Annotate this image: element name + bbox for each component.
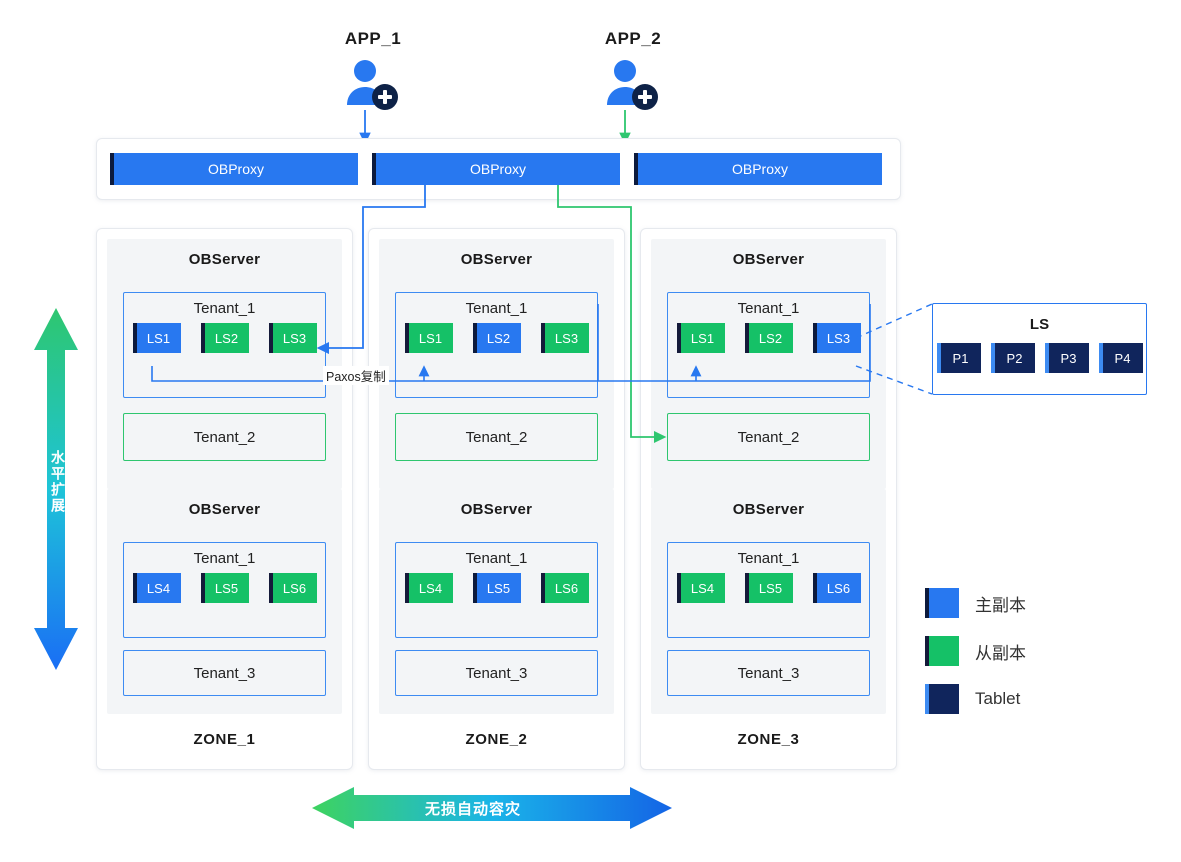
ls-box-ls2[interactable]: LS2 <box>200 323 249 353</box>
partition-p1[interactable]: P1 <box>936 343 981 373</box>
server-title: OBServer <box>188 251 261 268</box>
ls-box-ls5[interactable]: LS5 <box>200 573 249 603</box>
zone-title-1: ZONE_1 <box>193 731 256 748</box>
tenant-title: Tenant_1 <box>737 300 800 317</box>
ls-box-ls1[interactable]: LS1 <box>132 323 181 353</box>
zone-2-server-2-tenant-1: Tenant_1 LS4 LS5 LS6 <box>395 542 598 638</box>
obproxy-2[interactable]: OBProxy <box>372 153 620 185</box>
disaster-recovery-arrow <box>312 787 672 834</box>
app-label-1: APP_1 <box>344 29 402 48</box>
app2-to-proxy-arrow <box>619 110 631 145</box>
ls-row: LS4 LS5 LS6 <box>404 573 589 603</box>
ls-box-ls3[interactable]: LS3 <box>812 323 861 353</box>
zone-title-2: ZONE_2 <box>465 731 528 748</box>
app-user-plus-icon-1 <box>345 59 399 116</box>
server-title: OBServer <box>732 251 805 268</box>
ls-box-ls3[interactable]: LS3 <box>540 323 589 353</box>
partition-p3[interactable]: P3 <box>1044 343 1089 373</box>
server-title: OBServer <box>460 501 533 518</box>
ls-box-ls1[interactable]: LS1 <box>676 323 725 353</box>
ls-row: LS4 LS5 LS6 <box>132 573 317 603</box>
app-label-2: APP_2 <box>604 29 662 48</box>
obproxy-1[interactable]: OBProxy <box>110 153 358 185</box>
ls-box-ls5[interactable]: LS5 <box>744 573 793 603</box>
ls-box-ls6[interactable]: LS6 <box>268 573 317 603</box>
zone-2-server-1-tenant-2: Tenant_2 <box>395 413 598 461</box>
tenant-title: Tenant_1 <box>737 550 800 567</box>
ls-box-ls4[interactable]: LS4 <box>404 573 453 603</box>
ls-detail-panel: LS P1 P2 P3 P4 <box>932 303 1147 395</box>
ls-box-ls2[interactable]: LS2 <box>744 323 793 353</box>
horizontal-scaling-label: 水平扩展 <box>50 450 66 514</box>
zone-1-server-2-tenant-3: Tenant_3 <box>123 650 326 696</box>
tenant-title: Tenant_1 <box>465 300 528 317</box>
ls-box-ls4[interactable]: LS4 <box>132 573 181 603</box>
zone-3-server-2-tenant-3: Tenant_3 <box>667 650 870 696</box>
disaster-recovery-label: 无损自动容灾 <box>425 801 522 818</box>
ls-row: LS4 LS5 LS6 <box>676 573 861 603</box>
tenant-title: Tenant_1 <box>193 550 256 567</box>
server-title: OBServer <box>460 251 533 268</box>
zone-1-server-2-tenant-1: Tenant_1 LS4 LS5 LS6 <box>123 542 326 638</box>
legend-swatch-follower <box>925 636 959 666</box>
obproxy-3[interactable]: OBProxy <box>634 153 882 185</box>
ls-box-ls6[interactable]: LS6 <box>812 573 861 603</box>
ls-box-ls3[interactable]: LS3 <box>268 323 317 353</box>
ls-row: LS1 LS2 LS3 <box>676 323 861 353</box>
server-title: OBServer <box>188 501 261 518</box>
zone-3-server-1-tenant-2: Tenant_2 <box>667 413 870 461</box>
legend-item-tablet: Tablet <box>925 684 1020 714</box>
partition-row: P1 P2 P3 P4 <box>933 343 1146 373</box>
legend-item-follower: 从副本 <box>925 636 1026 666</box>
app-user-plus-icon-2 <box>605 59 659 116</box>
ls-box-ls4[interactable]: LS4 <box>676 573 725 603</box>
ls-box-ls1[interactable]: LS1 <box>404 323 453 353</box>
partition-p2[interactable]: P2 <box>990 343 1035 373</box>
server-title: OBServer <box>732 501 805 518</box>
legend-label-follower: 从副本 <box>975 643 1026 663</box>
tenant-title: Tenant_1 <box>465 550 528 567</box>
legend-item-primary: 主副本 <box>925 588 1026 618</box>
zone-3-server-2-tenant-1: Tenant_1 LS4 LS5 LS6 <box>667 542 870 638</box>
app1-to-proxy-arrow <box>359 110 371 145</box>
legend-label-tablet: Tablet <box>975 689 1021 708</box>
legend-swatch-tablet <box>925 684 959 714</box>
ls-box-ls2[interactable]: LS2 <box>472 323 521 353</box>
horizontal-scaling-arrow <box>32 308 80 675</box>
partition-p4[interactable]: P4 <box>1098 343 1143 373</box>
zone-1-server-1-tenant-2: Tenant_2 <box>123 413 326 461</box>
zone-2-server-2-tenant-3: Tenant_3 <box>395 650 598 696</box>
paxos-label: Paxos复制 <box>323 366 389 385</box>
ls-box-ls5[interactable]: LS5 <box>472 573 521 603</box>
tenant-title: Tenant_1 <box>193 300 256 317</box>
ls-row: LS1 LS2 LS3 <box>132 323 317 353</box>
ls-box-ls6[interactable]: LS6 <box>540 573 589 603</box>
ls-row: LS1 LS2 LS3 <box>404 323 589 353</box>
ls-detail-title: LS <box>1029 316 1050 333</box>
zone-title-3: ZONE_3 <box>737 731 800 748</box>
legend-swatch-primary <box>925 588 959 618</box>
legend-label-primary: 主副本 <box>975 595 1026 615</box>
